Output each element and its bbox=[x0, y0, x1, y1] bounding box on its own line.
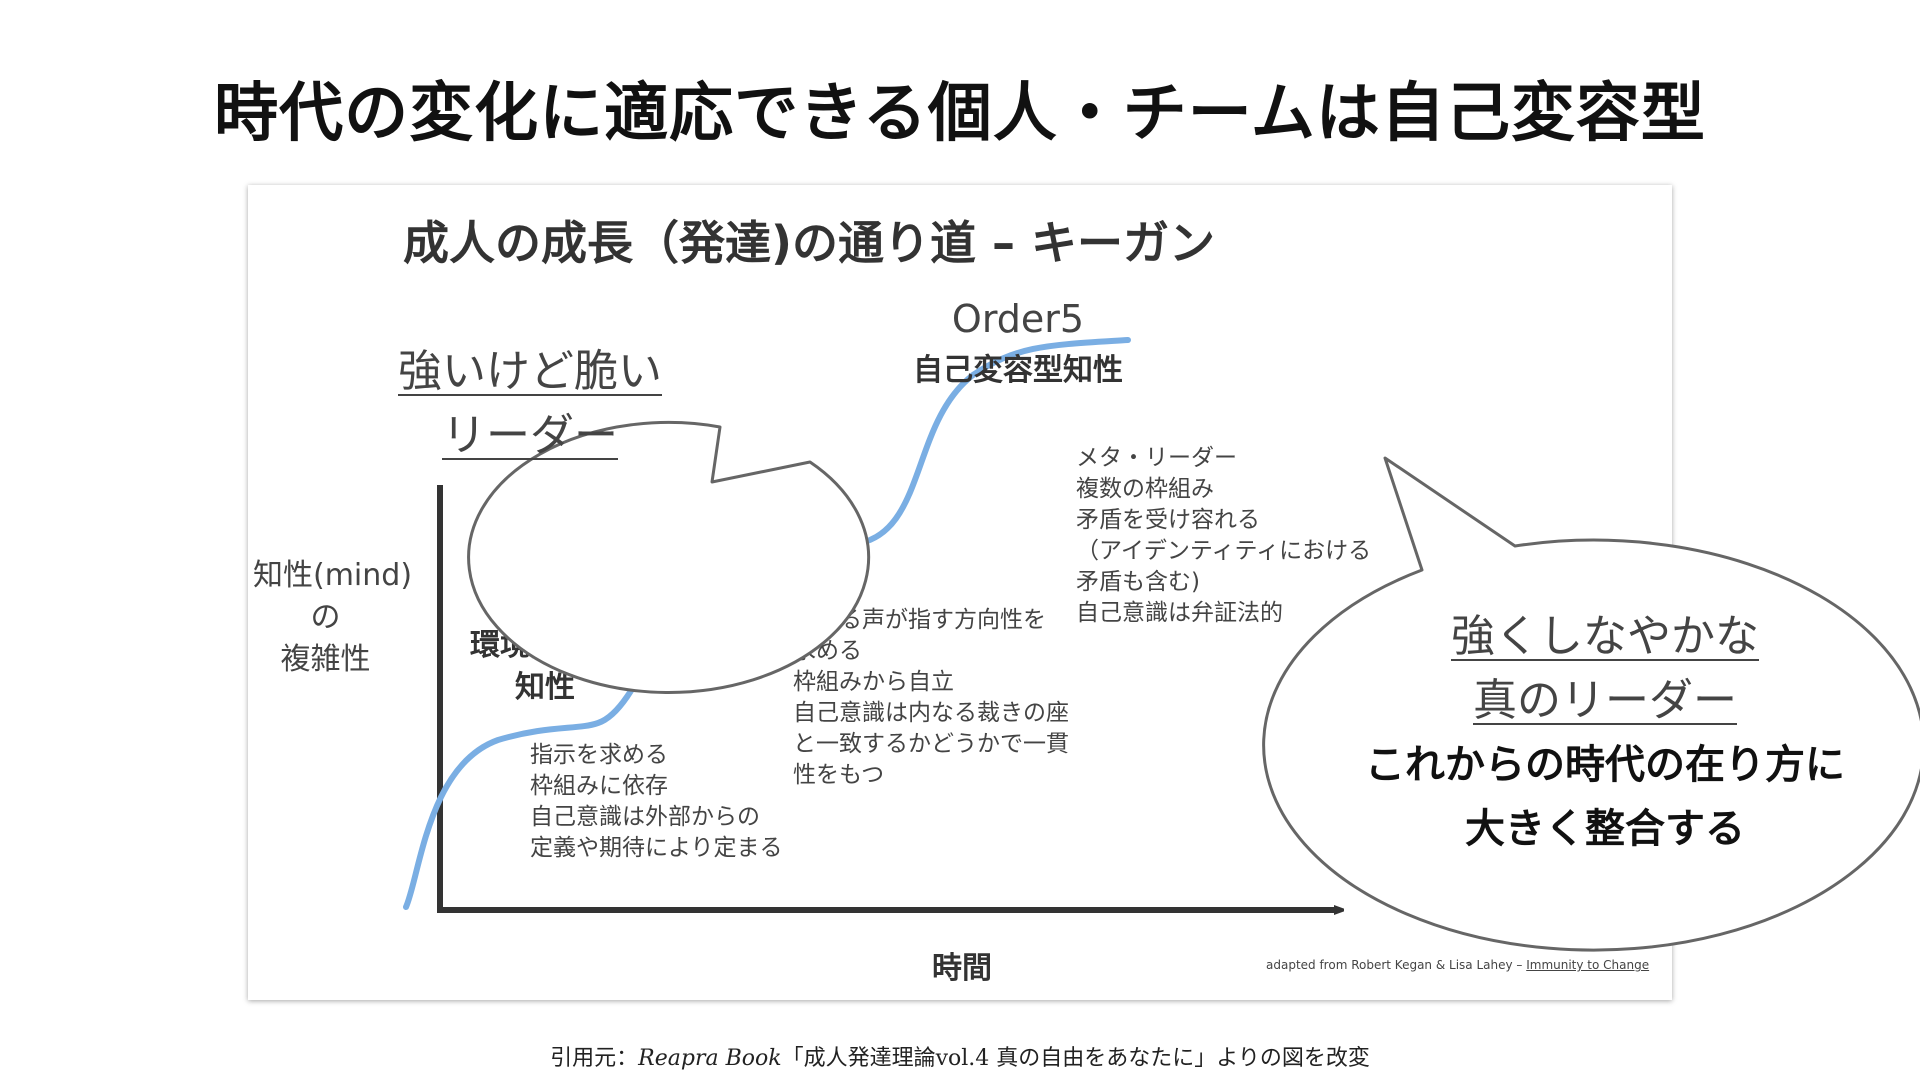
order4-name: 自己主導型知性 bbox=[643, 520, 863, 562]
figure-panel: 成人の成長（発達)の通り道 – キーガン 知性(mind) の 複雑性 時間 O… bbox=[248, 185, 1672, 1000]
credit-link[interactable]: Immunity to Change bbox=[1526, 958, 1650, 972]
order4-name-line-1: 自己主導型知性 bbox=[648, 523, 858, 558]
y-axis-line-2: の bbox=[310, 600, 341, 635]
figure-credit: adapted from Robert Kegan & Lisa Lahey –… bbox=[1266, 958, 1649, 972]
citation-body: 「成人発達理論vol.4 真の自由をあなたに」よりの図を改変 bbox=[781, 1046, 1370, 1071]
citation-prefix: 引用元： bbox=[550, 1046, 639, 1071]
order3-desc-line-1: 指示を求める bbox=[530, 742, 668, 768]
order3-number: Order3 bbox=[478, 570, 612, 614]
right-bubble-line-3: これからの時代の在り方に bbox=[1365, 742, 1845, 788]
right-bubble-line-2: 真のリーダー bbox=[1473, 675, 1737, 726]
order3-name-line-2: 知性 bbox=[515, 670, 575, 705]
y-axis-label: 知性(mind) の 複雑性 bbox=[253, 555, 413, 681]
right-bubble-text: 強くしなやかな 真のリーダー これからの時代の在り方に 大きく整合する bbox=[1250, 605, 1920, 861]
x-axis-label: 時間 bbox=[932, 951, 992, 986]
order5-description: メタ・リーダー 複数の枠組み 矛盾を受け容れる （アイデンティティにおける 矛盾… bbox=[1076, 443, 1371, 629]
order3-desc-line-3: 自己意識は外部からの bbox=[530, 804, 760, 830]
right-bubble-line-4: 大きく整合する bbox=[1465, 806, 1745, 852]
order5-name-line-1: 自己変容型知性 bbox=[913, 353, 1123, 388]
order4-desc-line-5: と一致するかどうかで一貫 bbox=[793, 731, 1069, 757]
right-bubble-line-1: 強くしなやかな bbox=[1451, 611, 1759, 662]
order3-name: 環境順応型 知性 bbox=[460, 625, 630, 709]
order5-desc-line-4: （アイデンティティにおける bbox=[1076, 538, 1372, 564]
order3-description: 指示を求める 枠組みに依存 自己意識は外部からの 定義や期待により定まる bbox=[530, 740, 783, 864]
order5-desc-line-5: 矛盾も含む) bbox=[1076, 569, 1200, 595]
order3-desc-line-4: 定義や期待により定まる bbox=[530, 835, 783, 861]
y-axis-line-3: 複雑性 bbox=[280, 642, 371, 677]
order4-desc-line-6: 性をもつ bbox=[793, 762, 885, 788]
order3-desc-line-2: 枠組みに依存 bbox=[530, 773, 668, 799]
order4-desc-line-3: 枠組みから自立 bbox=[793, 669, 954, 695]
order4-number: Order4 bbox=[686, 467, 820, 511]
order5-desc-line-3: 矛盾を受け容れる bbox=[1076, 507, 1260, 533]
order5-name: 自己変容型知性 bbox=[868, 350, 1168, 392]
order4-description: 内なる声が指す方向性を 求める 枠組みから自立 自己意識は内なる裁きの座 と一致… bbox=[793, 605, 1069, 791]
left-bubble-text: 強いけど脆い リーダー bbox=[330, 340, 730, 468]
slide-title: 時代の変化に適応できる個人・チームは自己変容型 bbox=[214, 77, 1706, 151]
order4-desc-line-1: 内なる声が指す方向性を bbox=[793, 607, 1046, 633]
credit-prefix: adapted from Robert Kegan & Lisa Lahey – bbox=[1266, 958, 1527, 972]
order5-desc-line-2: 複数の枠組み bbox=[1076, 476, 1214, 502]
order3-name-line-1: 環境順応型 bbox=[470, 628, 620, 663]
figure-title: 成人の成長（発達)の通り道 – キーガン bbox=[403, 216, 1216, 270]
order4-desc-line-4: 自己意識は内なる裁きの座 bbox=[793, 700, 1069, 726]
order5-desc-line-1: メタ・リーダー bbox=[1076, 445, 1237, 471]
citation: 引用元：Reapra Book「成人発達理論vol.4 真の自由をあなたに」より… bbox=[0, 1040, 1920, 1072]
order5-number: Order5 bbox=[951, 297, 1085, 341]
left-bubble-line-1: 強いけど脆い bbox=[398, 346, 662, 397]
order5-desc-line-6: 自己意識は弁証法的 bbox=[1076, 600, 1283, 626]
citation-source: Reapra Book bbox=[638, 1046, 782, 1071]
order4-desc-line-2: 求める bbox=[793, 638, 862, 664]
y-axis-line-1: 知性(mind) bbox=[253, 558, 413, 593]
left-bubble-line-2: リーダー bbox=[442, 410, 618, 461]
